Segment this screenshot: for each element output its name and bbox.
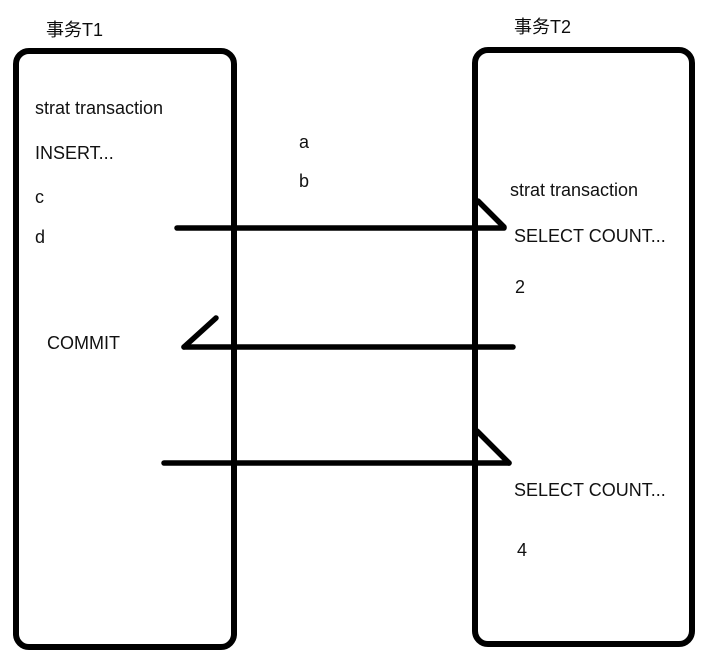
t1-start-transaction-label: strat transaction — [35, 98, 164, 118]
t2-select-count-label-2: SELECT COUNT... — [514, 480, 666, 500]
t2-title: 事务T2 — [514, 17, 572, 37]
t2-start-transaction-label: strat transaction — [510, 180, 639, 200]
t2-select-count-label-1: SELECT COUNT... — [514, 226, 666, 246]
t2-result-value-2: 4 — [517, 540, 528, 560]
t2-result-value-1: 2 — [515, 277, 526, 297]
t1-title: 事务T1 — [46, 20, 104, 40]
t1-step-c-label: c — [35, 187, 44, 207]
t1-commit-label: COMMIT — [47, 333, 120, 353]
timeline-label-a: a — [299, 132, 310, 152]
timeline-label-b: b — [299, 171, 310, 191]
t1-step-d-label: d — [35, 227, 46, 247]
t2-box — [472, 47, 695, 647]
t1-insert-label: INSERT... — [35, 143, 114, 163]
